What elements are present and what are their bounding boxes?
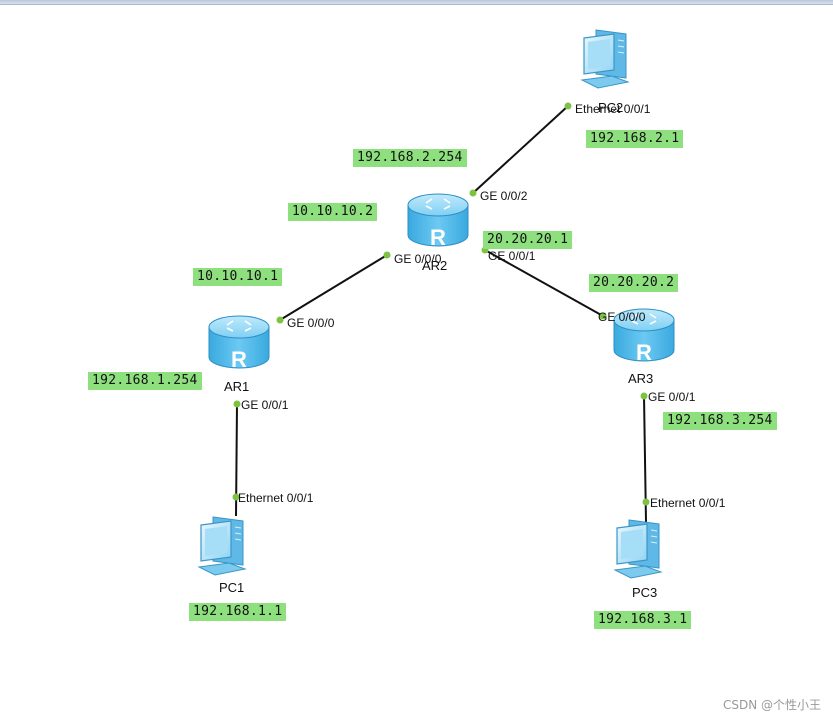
port-label-ar3-ge001: GE 0/0/1 — [648, 390, 696, 404]
ip-label-pc1: 192.168.1.1 — [189, 603, 287, 621]
port-label-pc2-eth: Ethernet 0/0/1 — [575, 102, 651, 116]
pc3-icon[interactable] — [614, 519, 662, 579]
ip-label-ar2-g1: 20.20.20.1 — [483, 231, 573, 249]
watermark: CSDN @个性小王 — [722, 698, 821, 712]
port-dot-pc1-eth — [232, 493, 240, 501]
port-dot-ar3-ge001 — [640, 392, 648, 400]
ip-label-ar3-g1: 192.168.3.254 — [663, 412, 777, 430]
link-ar2-ar3 — [484, 249, 604, 317]
port-dot-pc3-eth — [642, 498, 650, 506]
pc3-label: PC3 — [632, 585, 658, 600]
link-ar2-pc2 — [472, 105, 569, 194]
ar3-label: AR3 — [628, 371, 654, 386]
ar1-label: AR1 — [224, 379, 250, 394]
port-label-ar2-ge001: GE 0/0/1 — [488, 249, 536, 263]
router-ar1-icon[interactable]: R — [208, 315, 270, 372]
ip-label-pc2: 192.168.2.1 — [586, 130, 684, 148]
port-label-pc3-eth: Ethernet 0/0/1 — [650, 496, 726, 510]
ip-label-ar2-g2: 192.168.2.254 — [353, 149, 467, 167]
port-dot-ar1-ge001 — [233, 400, 241, 408]
port-label-ar2-ge002: GE 0/0/2 — [480, 189, 528, 203]
ar2-label: AR2 — [422, 258, 448, 273]
port-label-pc1-eth: Ethernet 0/0/1 — [238, 491, 314, 505]
ip-label-ar3-g0: 20.20.20.2 — [589, 274, 679, 292]
window-top-border — [0, 0, 833, 5]
router-ar2-glyph: R — [430, 225, 446, 250]
ip-label-ar1-g1: 192.168.1.254 — [88, 372, 202, 390]
pc1-label: PC1 — [219, 580, 245, 595]
port-label-ar1-ge001: GE 0/0/1 — [241, 398, 289, 412]
ip-label-pc3: 192.168.3.1 — [594, 611, 692, 629]
ip-label-ar2-g0: 10.10.10.2 — [288, 203, 378, 221]
router-ar1-glyph: R — [231, 347, 247, 372]
port-label-ar2-ge000: GE 0/0/0 — [394, 252, 442, 266]
port-dot-ar2-ge000 — [383, 251, 391, 259]
port-dot-ar1-ge000 — [276, 316, 284, 324]
port-dot-ar2-ge002 — [469, 189, 477, 197]
router-ar3-icon[interactable]: R — [613, 308, 675, 365]
pc2-label: PC2 — [598, 100, 624, 115]
router-ar3-glyph: R — [636, 340, 652, 365]
pc2-icon[interactable] — [581, 29, 629, 89]
link-ar1-ar2 — [279, 254, 388, 321]
port-dot-pc2-eth — [564, 102, 572, 110]
port-dot-ar3-ge000 — [599, 312, 607, 320]
port-label-ar1-ge000: GE 0/0/0 — [287, 316, 335, 330]
pc1-icon[interactable] — [198, 516, 246, 576]
port-label-ar3-ge000: GE 0/0/0 — [598, 310, 646, 324]
ip-label-ar1-g0: 10.10.10.1 — [193, 268, 283, 286]
router-ar2-icon[interactable]: R — [407, 193, 469, 250]
